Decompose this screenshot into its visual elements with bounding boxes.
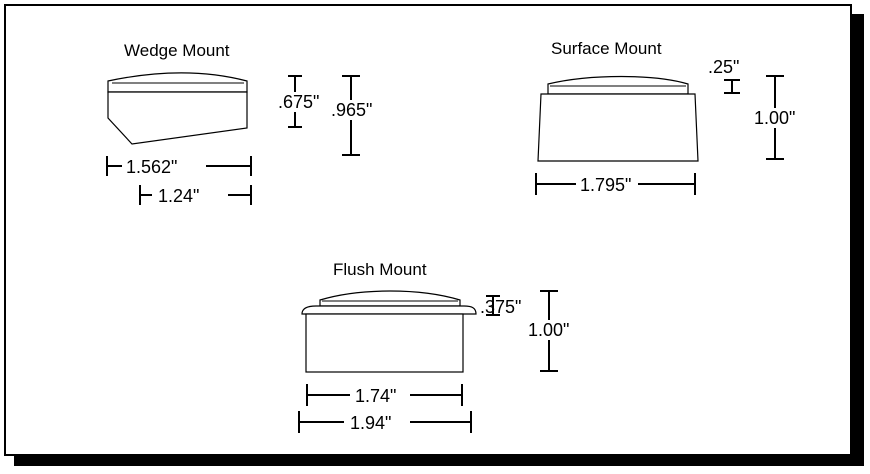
flush-height-label: 1.00"	[528, 320, 569, 340]
flush-width-outer-label: 1.94"	[350, 413, 391, 433]
wedge-height-large-label: .965"	[331, 100, 372, 120]
flush-width-inner-dim: 1.74"	[306, 384, 463, 406]
flush-mount-title: Flush Mount	[333, 260, 427, 279]
surface-width-dim: 1.795"	[535, 173, 696, 195]
flush-height-dim: 1.00"	[526, 290, 578, 372]
flush-width-inner-label: 1.74"	[355, 386, 396, 406]
surface-lip-label: .25"	[708, 57, 739, 77]
surface-mount-title: Surface Mount	[551, 39, 662, 58]
wedge-height-small-dim: .675"	[278, 75, 322, 128]
surface-width-label: 1.795"	[580, 175, 631, 195]
surface-height-label: 1.00"	[754, 108, 795, 128]
flush-lip-label: .375"	[480, 297, 521, 317]
surface-mount: Surface Mount .25" 1.00" 1.795"	[535, 39, 802, 195]
wedge-width-small-label: 1.24"	[158, 186, 199, 206]
wedge-width-large-dim: 1.562"	[106, 156, 252, 177]
wedge-width-small-dim: 1.24"	[139, 185, 252, 206]
wedge-height-large-dim: .965"	[330, 75, 382, 156]
flush-lip-dim: .375"	[480, 295, 521, 317]
flush-width-outer-dim: 1.94"	[298, 411, 472, 433]
flush-mount-shape	[301, 290, 477, 373]
wedge-mount-title: Wedge Mount	[124, 41, 230, 60]
wedge-mount-shape	[107, 72, 248, 145]
surface-mount-shape	[537, 75, 699, 162]
wedge-mount: Wedge Mount .675" .965" 1.5	[106, 41, 382, 206]
surface-lip-dim: .25"	[708, 57, 740, 94]
surface-height-dim: 1.00"	[752, 75, 802, 160]
wedge-height-small-label: .675"	[278, 92, 319, 112]
flush-mount: Flush Mount .375" 1.00" 1.7	[298, 260, 578, 433]
wedge-width-large-label: 1.562"	[126, 157, 177, 177]
